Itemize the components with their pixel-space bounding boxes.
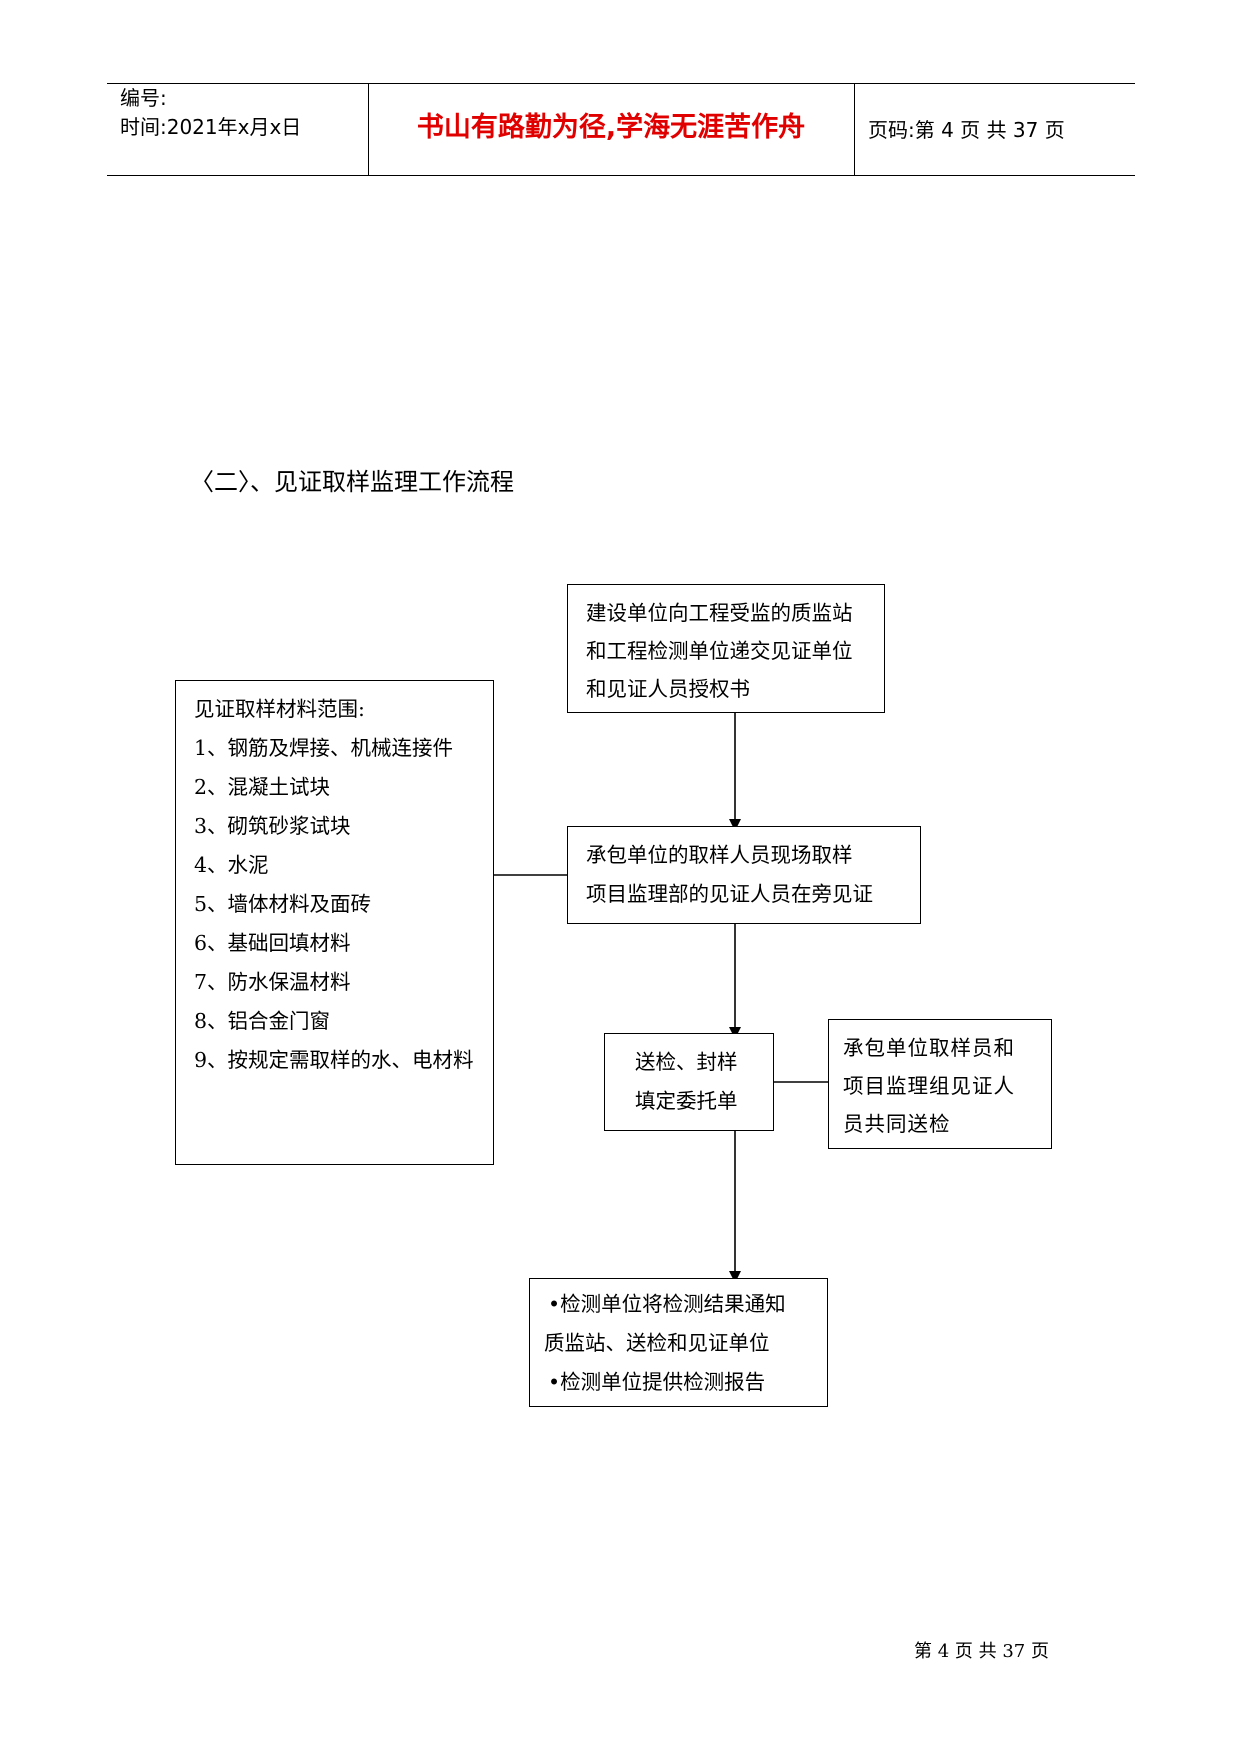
- header-bottom-rule: [107, 175, 1135, 176]
- header-page-label: 页码:第 4 页 共 37 页: [868, 118, 1065, 142]
- materials-item: 5、墙体材料及面砖: [194, 892, 372, 916]
- step4-report-box: •检测单位将检测结果通知 质监站、送检和见证单位 •检测单位提供检测报告: [529, 1278, 828, 1407]
- step3-line-1: 送检、封样: [635, 1050, 738, 1074]
- header-number-label: 编号:: [120, 86, 167, 110]
- header-top-rule: [107, 83, 1135, 84]
- step3-note-line-2: 项目监理组见证人: [843, 1074, 1015, 1098]
- step3-note-line-1: 承包单位取样员和: [843, 1036, 1015, 1060]
- step1-line-3: 和见证人员授权书: [586, 677, 750, 701]
- step3-line-2: 填定委托单: [635, 1089, 738, 1113]
- step4-line-1: •检测单位将检测结果通知: [548, 1292, 786, 1316]
- materials-item: 3、砌筑砂浆试块: [194, 814, 351, 838]
- step2-line-2: 项目监理部的见证人员在旁见证: [586, 882, 873, 906]
- materials-item: 7、防水保温材料: [194, 970, 351, 994]
- materials-item: 4、水泥: [194, 853, 269, 877]
- header-divider-left: [368, 83, 369, 176]
- header-motto: 书山有路勤为径,学海无涯苦作舟: [416, 112, 806, 143]
- materials-item: 6、基础回填材料: [194, 931, 351, 955]
- header-time-label: 时间:2021年x月x日: [120, 115, 302, 139]
- step3-note-line-3: 员共同送检: [843, 1112, 951, 1136]
- step4-line-2: 质监站、送检和见证单位: [544, 1331, 770, 1355]
- section-title: 〈二〉、见证取样监理工作流程: [190, 468, 514, 496]
- header-divider-right: [854, 83, 855, 176]
- step4-line-3: •检测单位提供检测报告: [548, 1370, 766, 1394]
- step3-note-box: 承包单位取样员和 项目监理组见证人 员共同送检: [828, 1019, 1052, 1149]
- footer-page-number: 第 4 页 共 37 页: [914, 1641, 1049, 1662]
- step1-line-2: 和工程检测单位递交见证单位: [586, 639, 853, 663]
- materials-item: 8、铝合金门窗: [194, 1009, 331, 1033]
- materials-item: 1、钢筋及焊接、机械连接件: [194, 736, 454, 760]
- step3-submit-box: 送检、封样 填定委托单: [604, 1033, 774, 1131]
- step2-line-1: 承包单位的取样人员现场取样: [586, 843, 853, 867]
- step1-line-1: 建设单位向工程受监的质监站: [586, 601, 853, 625]
- materials-scope-box: 见证取样材料范围: 1、钢筋及焊接、机械连接件 2、混凝土试块 3、砌筑砂浆试块…: [175, 680, 494, 1165]
- materials-heading: 见证取样材料范围:: [194, 697, 365, 721]
- step2-sampling-box: 承包单位的取样人员现场取样 项目监理部的见证人员在旁见证: [567, 826, 921, 924]
- materials-item: 2、混凝土试块: [194, 775, 331, 799]
- step1-authorization-box: 建设单位向工程受监的质监站 和工程检测单位递交见证单位 和见证人员授权书: [567, 584, 885, 713]
- materials-item: 9、按规定需取样的水、电材料: [194, 1048, 474, 1072]
